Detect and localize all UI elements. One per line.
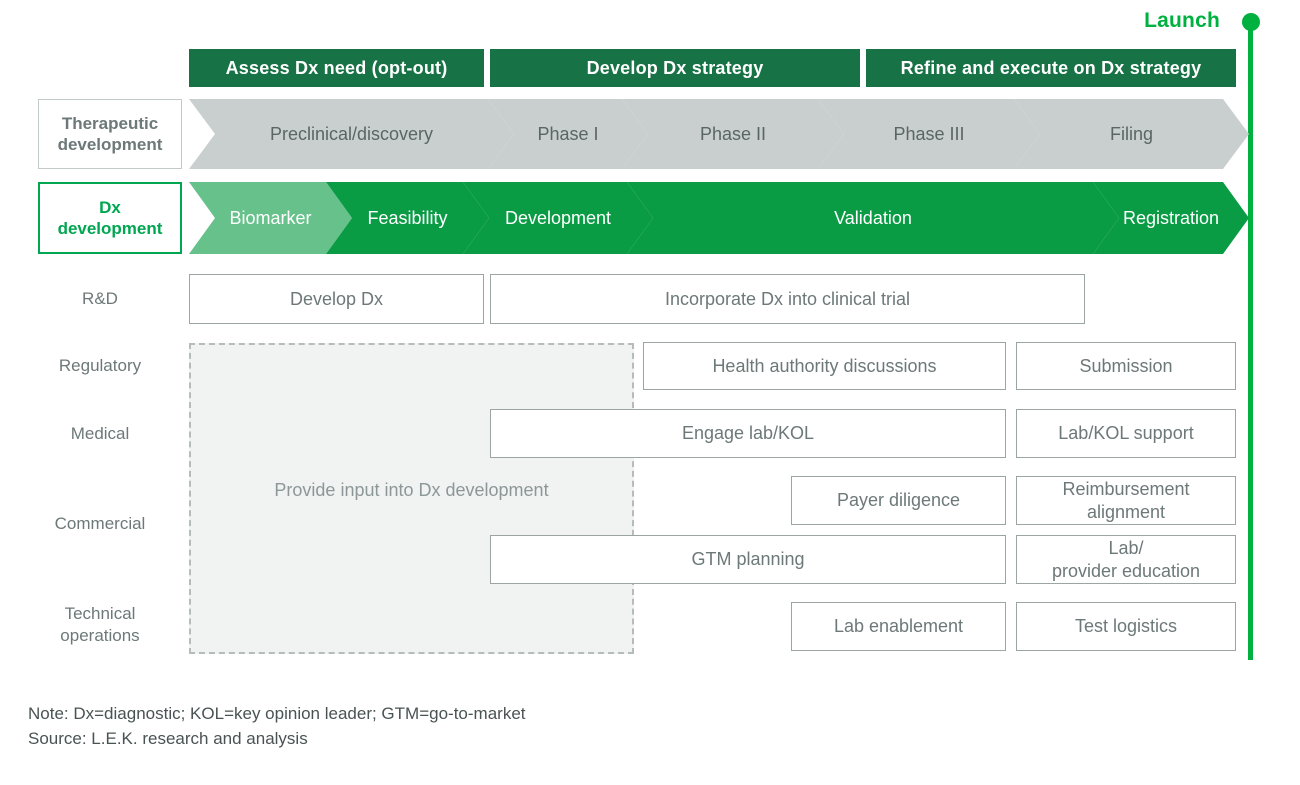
activity-test-logistics[interactable]: Test logistics bbox=[1016, 602, 1236, 651]
activity-label: Lab/KOL support bbox=[1058, 423, 1194, 444]
activity-health-authority-discussions[interactable]: Health authority discussions bbox=[643, 342, 1006, 390]
chevron-phase-ii[interactable]: Phase II bbox=[622, 99, 844, 169]
footnotes: Note: Dx=diagnostic; KOL=key opinion lea… bbox=[28, 702, 928, 751]
chevron-validation[interactable]: Validation bbox=[627, 182, 1119, 254]
activity-reimbursement-alignment[interactable]: Reimbursement alignment bbox=[1016, 476, 1236, 525]
row-label-rd: R&D bbox=[82, 289, 118, 308]
activity-develop-dx[interactable]: Develop Dx bbox=[189, 274, 484, 324]
launch-timeline-line bbox=[1248, 22, 1253, 660]
banner-refine-execute-dx-strategy: Refine and execute on Dx strategy bbox=[866, 49, 1236, 87]
activity-lab-provider-education[interactable]: Lab/ provider education bbox=[1016, 535, 1236, 584]
row-label-regulatory: Regulatory bbox=[58, 356, 142, 375]
activity-engage-lab-kol[interactable]: Engage lab/KOL bbox=[490, 409, 1006, 458]
track-label-line2: development bbox=[57, 135, 163, 154]
row-label-line2: operations bbox=[60, 626, 140, 646]
chevron-preclinical-discovery[interactable]: Preclinical/discovery bbox=[189, 99, 514, 169]
activity-label: Test logistics bbox=[1074, 616, 1178, 637]
activity-label: Lab enablement bbox=[833, 616, 964, 637]
row-label-medical: Medical bbox=[70, 424, 130, 443]
shared-input-block-label: Provide input into Dx development bbox=[274, 480, 549, 500]
shared-input-block bbox=[189, 343, 634, 654]
banner-assess-dx-need: Assess Dx need (opt-out) bbox=[189, 49, 484, 87]
activity-label: Engage lab/KOL bbox=[681, 423, 815, 444]
track-label-line1: Therapeutic bbox=[61, 113, 159, 133]
chevron-label: Preclinical/discovery bbox=[269, 123, 434, 144]
activity-label: Payer diligence bbox=[836, 490, 961, 511]
row-label-technical-operations: Technical operations bbox=[18, 603, 182, 647]
chevron-label: Registration bbox=[1122, 207, 1220, 228]
track-label-dx-development: Dx development bbox=[38, 182, 182, 254]
chevron-label: Phase III bbox=[893, 123, 965, 144]
chevron-label: Biomarker bbox=[229, 207, 312, 228]
activity-label: Health authority discussions bbox=[712, 355, 937, 376]
activity-lab-kol-support[interactable]: Lab/KOL support bbox=[1016, 409, 1236, 458]
launch-label: Launch bbox=[1144, 9, 1220, 32]
track-label-therapeutic-development: Therapeutic development bbox=[38, 99, 182, 169]
track-label-line2: development bbox=[57, 219, 163, 238]
chevron-development[interactable]: Development bbox=[463, 182, 653, 254]
chevron-label: Phase I bbox=[537, 123, 599, 144]
chevron-label: Validation bbox=[834, 207, 912, 228]
chevron-feasibility[interactable]: Feasibility bbox=[326, 182, 489, 254]
activity-label-line1: Reimbursement bbox=[1062, 479, 1190, 499]
activity-incorporate-dx[interactable]: Incorporate Dx into clinical trial bbox=[490, 274, 1085, 324]
chevron-row-dx-development: Biomarker Feasibility Development Valida… bbox=[189, 182, 1249, 254]
footnote-source: Source: L.E.K. research and analysis bbox=[28, 728, 308, 748]
chevron-phase-iii[interactable]: Phase III bbox=[818, 99, 1040, 169]
activity-label-line1: Lab/ bbox=[1108, 538, 1144, 558]
chevron-biomarker[interactable]: Biomarker bbox=[189, 182, 352, 254]
chevron-label: Development bbox=[504, 207, 612, 228]
chevron-filing[interactable]: Filing bbox=[1014, 99, 1249, 169]
activity-lab-enablement[interactable]: Lab enablement bbox=[791, 602, 1006, 651]
chevron-row-therapeutic-development: Preclinical/discovery Phase I Phase II P… bbox=[189, 99, 1249, 169]
activity-label-line2: alignment bbox=[1086, 501, 1166, 522]
chevron-phase-i[interactable]: Phase I bbox=[488, 99, 648, 169]
banner-develop-dx-strategy: Develop Dx strategy bbox=[490, 49, 860, 87]
track-label-line1: Dx bbox=[99, 197, 121, 217]
row-label-commercial: Commercial bbox=[54, 514, 146, 533]
activity-submission[interactable]: Submission bbox=[1016, 342, 1236, 390]
activity-payer-diligence[interactable]: Payer diligence bbox=[791, 476, 1006, 525]
activity-label: Incorporate Dx into clinical trial bbox=[664, 288, 911, 309]
activity-label: Submission bbox=[1079, 355, 1173, 376]
chevron-label: Feasibility bbox=[367, 207, 448, 228]
row-label-line1: Technical bbox=[64, 604, 136, 623]
chevron-registration[interactable]: Registration bbox=[1093, 182, 1249, 254]
activity-label: GTM planning bbox=[691, 549, 805, 570]
chevron-label: Phase II bbox=[699, 123, 767, 144]
activity-label-line2: provider education bbox=[1051, 560, 1201, 581]
activity-gtm-planning[interactable]: GTM planning bbox=[490, 535, 1006, 584]
footnote-note: Note: Dx=diagnostic; KOL=key opinion lea… bbox=[28, 704, 526, 723]
activity-label: Develop Dx bbox=[289, 288, 384, 309]
chevron-label: Filing bbox=[1109, 123, 1153, 144]
